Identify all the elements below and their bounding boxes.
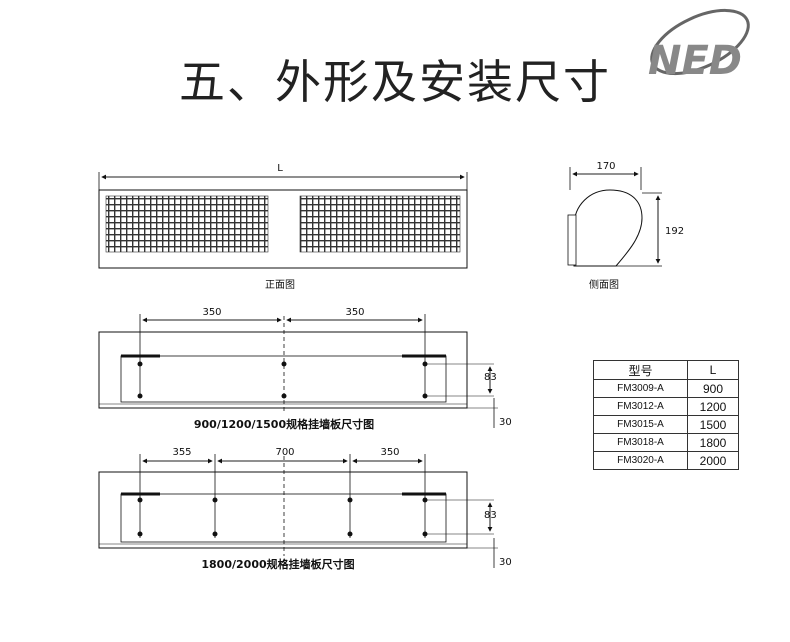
plate-large-height-label: 83 (484, 510, 497, 521)
wall-plate-large: 355 700 350 83 30 1800/2000规格挂墙板尺寸图 (98, 447, 512, 571)
plate-large-dim-1: 355 (172, 447, 191, 458)
plate-large-bottom-label: 30 (499, 557, 512, 568)
ned-logo: NED (648, 8, 750, 84)
plate-small-dim-2: 350 (345, 307, 364, 318)
logo-text: NED (648, 38, 742, 84)
page-title: 五、外形及安装尺寸 (179, 55, 611, 109)
front-view-caption: 正面图 (265, 279, 295, 291)
model-cell: FM3020-A (593, 451, 688, 470)
table-row: FM3012-A 1200 (593, 397, 739, 416)
length-cell: 2000 (687, 451, 739, 470)
left-grille (105, 195, 269, 253)
length-cell: 1800 (687, 433, 739, 452)
plate-small-bottom-label: 30 (499, 417, 512, 428)
side-width-label: 170 (596, 161, 615, 172)
table-row: FM3009-A 900 (593, 379, 739, 398)
model-cell: FM3015-A (593, 415, 688, 434)
side-height-label: 192 (665, 226, 684, 237)
spec-table-header: 型号 L (593, 360, 739, 380)
spec-table: 型号 L FM3009-A 900 FM3012-A 1200 FM3015-A… (593, 360, 739, 470)
length-cell: 900 (687, 379, 739, 398)
plate-large-dim-3: 350 (380, 447, 399, 458)
header-model: 型号 (593, 360, 688, 380)
side-view-caption: 侧面图 (589, 278, 619, 291)
right-grille (299, 195, 461, 253)
table-row: FM3020-A 2000 (593, 451, 739, 470)
plate-large-dim-2: 700 (275, 447, 294, 458)
model-cell: FM3018-A (593, 433, 688, 452)
front-view: L 正面图 (98, 163, 468, 291)
table-row: FM3018-A 1800 (593, 433, 739, 452)
front-length-label: L (277, 163, 283, 174)
header-length: L (687, 360, 739, 380)
side-view: 170 192 侧面图 (567, 161, 684, 291)
plate-small-caption: 900/1200/1500规格挂墙板尺寸图 (194, 417, 374, 431)
plate-small-dim-1: 350 (202, 307, 221, 318)
plate-large-caption: 1800/2000规格挂墙板尺寸图 (201, 557, 354, 571)
length-cell: 1500 (687, 415, 739, 434)
model-cell: FM3012-A (593, 397, 688, 416)
length-cell: 1200 (687, 397, 739, 416)
model-cell: FM3009-A (593, 379, 688, 398)
plate-small-height-label: 83 (484, 372, 497, 383)
wall-plate-small: 350 350 83 30 900/1200/1500规格挂墙板尺寸图 (98, 307, 512, 431)
table-row: FM3015-A 1500 (593, 415, 739, 434)
